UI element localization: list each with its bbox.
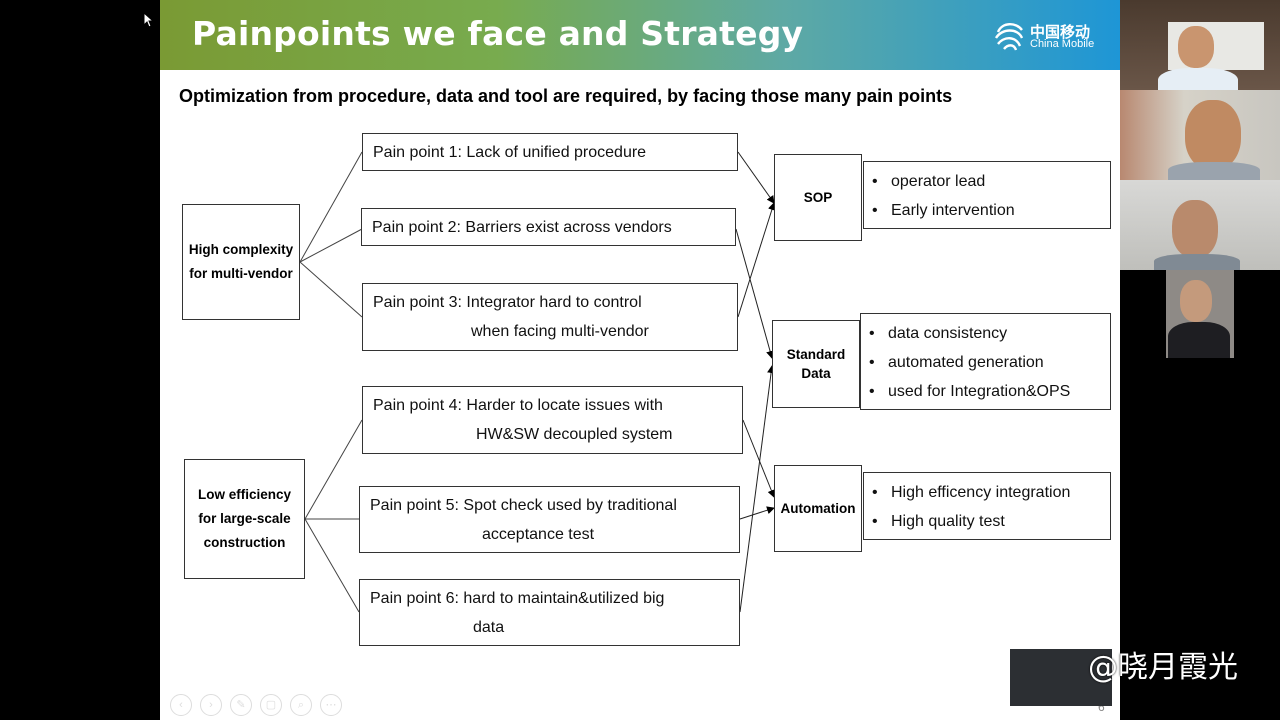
pain-point-4: Pain point 4: Harder to locate issues wi… (362, 386, 743, 454)
logo-text-cn: 中国移动 (1030, 24, 1091, 41)
watermark-backdrop (1010, 649, 1112, 706)
participant-tile-4[interactable] (1120, 270, 1280, 360)
bullet-item: data consistency (869, 319, 1102, 348)
participant-body (1168, 162, 1260, 180)
participant-face (1178, 26, 1214, 68)
strategy-automation: Automation (774, 465, 862, 552)
participant-body (1154, 254, 1240, 270)
participant-body (1168, 322, 1230, 358)
pain-point-2: Pain point 2: Barriers exist across vend… (361, 208, 736, 246)
prev-icon[interactable]: ‹ (170, 694, 192, 716)
bullet-item: High efficency integration (872, 478, 1102, 507)
bullet-item: automated generation (869, 348, 1102, 377)
bullet-item: operator lead (872, 167, 1102, 196)
standard-data-bullets: data consistency automated generation us… (860, 313, 1111, 410)
presentation-slide: Painpoints we face and Strategy 中国移动 Chi… (160, 0, 1120, 720)
category-high-complexity: High complexity for multi-vendor (182, 204, 300, 320)
title-banner (160, 0, 1120, 70)
china-mobile-logo-icon (994, 23, 1024, 51)
automation-bullets: High efficency integration High quality … (863, 472, 1111, 540)
slide-navigation: ‹ › ✎ ▢ ⌕ ⋯ (170, 694, 350, 716)
cursor-icon (143, 12, 155, 28)
logo-text-en: China Mobile (1030, 38, 1095, 50)
pen-icon[interactable]: ✎ (230, 694, 252, 716)
bullet-item: High quality test (872, 507, 1102, 536)
more-icon[interactable]: ⋯ (320, 694, 342, 716)
participant-face (1180, 280, 1212, 322)
pain-point-5: Pain point 5: Spot check used by traditi… (359, 486, 740, 553)
strategy-sop: SOP (774, 154, 862, 241)
watermark-text: @晓月霞光 (1088, 650, 1238, 685)
pain-point-6: Pain point 6: hard to maintain&utilized … (359, 579, 740, 646)
participant-tile-2[interactable] (1120, 90, 1280, 180)
participant-tile-3[interactable] (1120, 180, 1280, 270)
participant-tile-1[interactable] (1120, 0, 1280, 90)
connector-lines (299, 151, 776, 613)
pain-point-3: Pain point 3: Integrator hard to control… (362, 283, 738, 351)
slide-subtitle: Optimization from procedure, data and to… (179, 86, 953, 106)
slide-title: Painpoints we face and Strategy (192, 14, 804, 53)
pain-point-1: Pain point 1: Lack of unified procedure (362, 133, 738, 171)
page-number: 6 (1098, 700, 1105, 714)
category-low-efficiency: Low efficiency for large-scale construct… (184, 459, 305, 579)
next-icon[interactable]: › (200, 694, 222, 716)
bullet-item: Early intervention (872, 196, 1102, 225)
copy-icon[interactable]: ▢ (260, 694, 282, 716)
sop-bullets: operator lead Early intervention (863, 161, 1111, 229)
participant-face (1185, 100, 1241, 170)
strategy-standard-data: Standard Data (772, 320, 860, 408)
participant-body (1158, 68, 1238, 90)
participant-face (1172, 200, 1218, 258)
zoom-icon[interactable]: ⌕ (290, 694, 312, 716)
bullet-item: used for Integration&OPS (869, 377, 1102, 406)
